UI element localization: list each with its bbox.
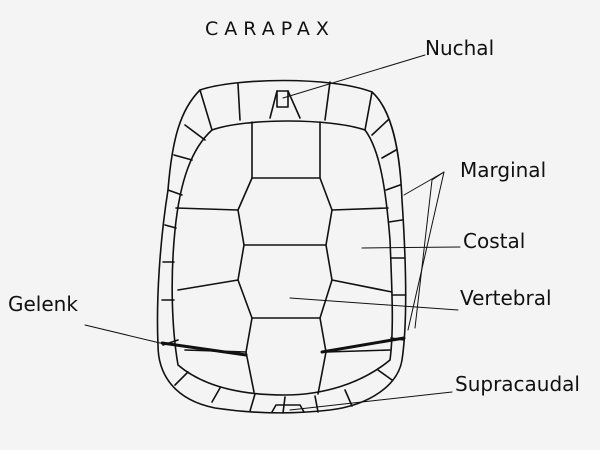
label-marginal: Marginal [460, 158, 547, 182]
vertebral-3 [237, 244, 333, 319]
label-supracaudal: Supracaudal [455, 372, 580, 396]
vertebral-2 [237, 177, 333, 246]
label-gelenk: Gelenk [8, 292, 78, 316]
nuchal-scute [276, 90, 289, 108]
vertebral-1 [251, 121, 321, 179]
label-costal: Costal [463, 229, 526, 253]
leader-lines [84, 54, 461, 411]
diagram-title: CARAPAX [205, 18, 335, 40]
gelenk-hinge-right [320, 336, 406, 354]
inner-boundary [171, 120, 394, 396]
label-vertebral: Vertebral [460, 286, 552, 310]
shell-outline [156, 79, 407, 414]
vertebral-4 [245, 317, 327, 395]
gelenk-hinge [160, 341, 248, 357]
label-nuchal: Nuchal [425, 36, 495, 60]
